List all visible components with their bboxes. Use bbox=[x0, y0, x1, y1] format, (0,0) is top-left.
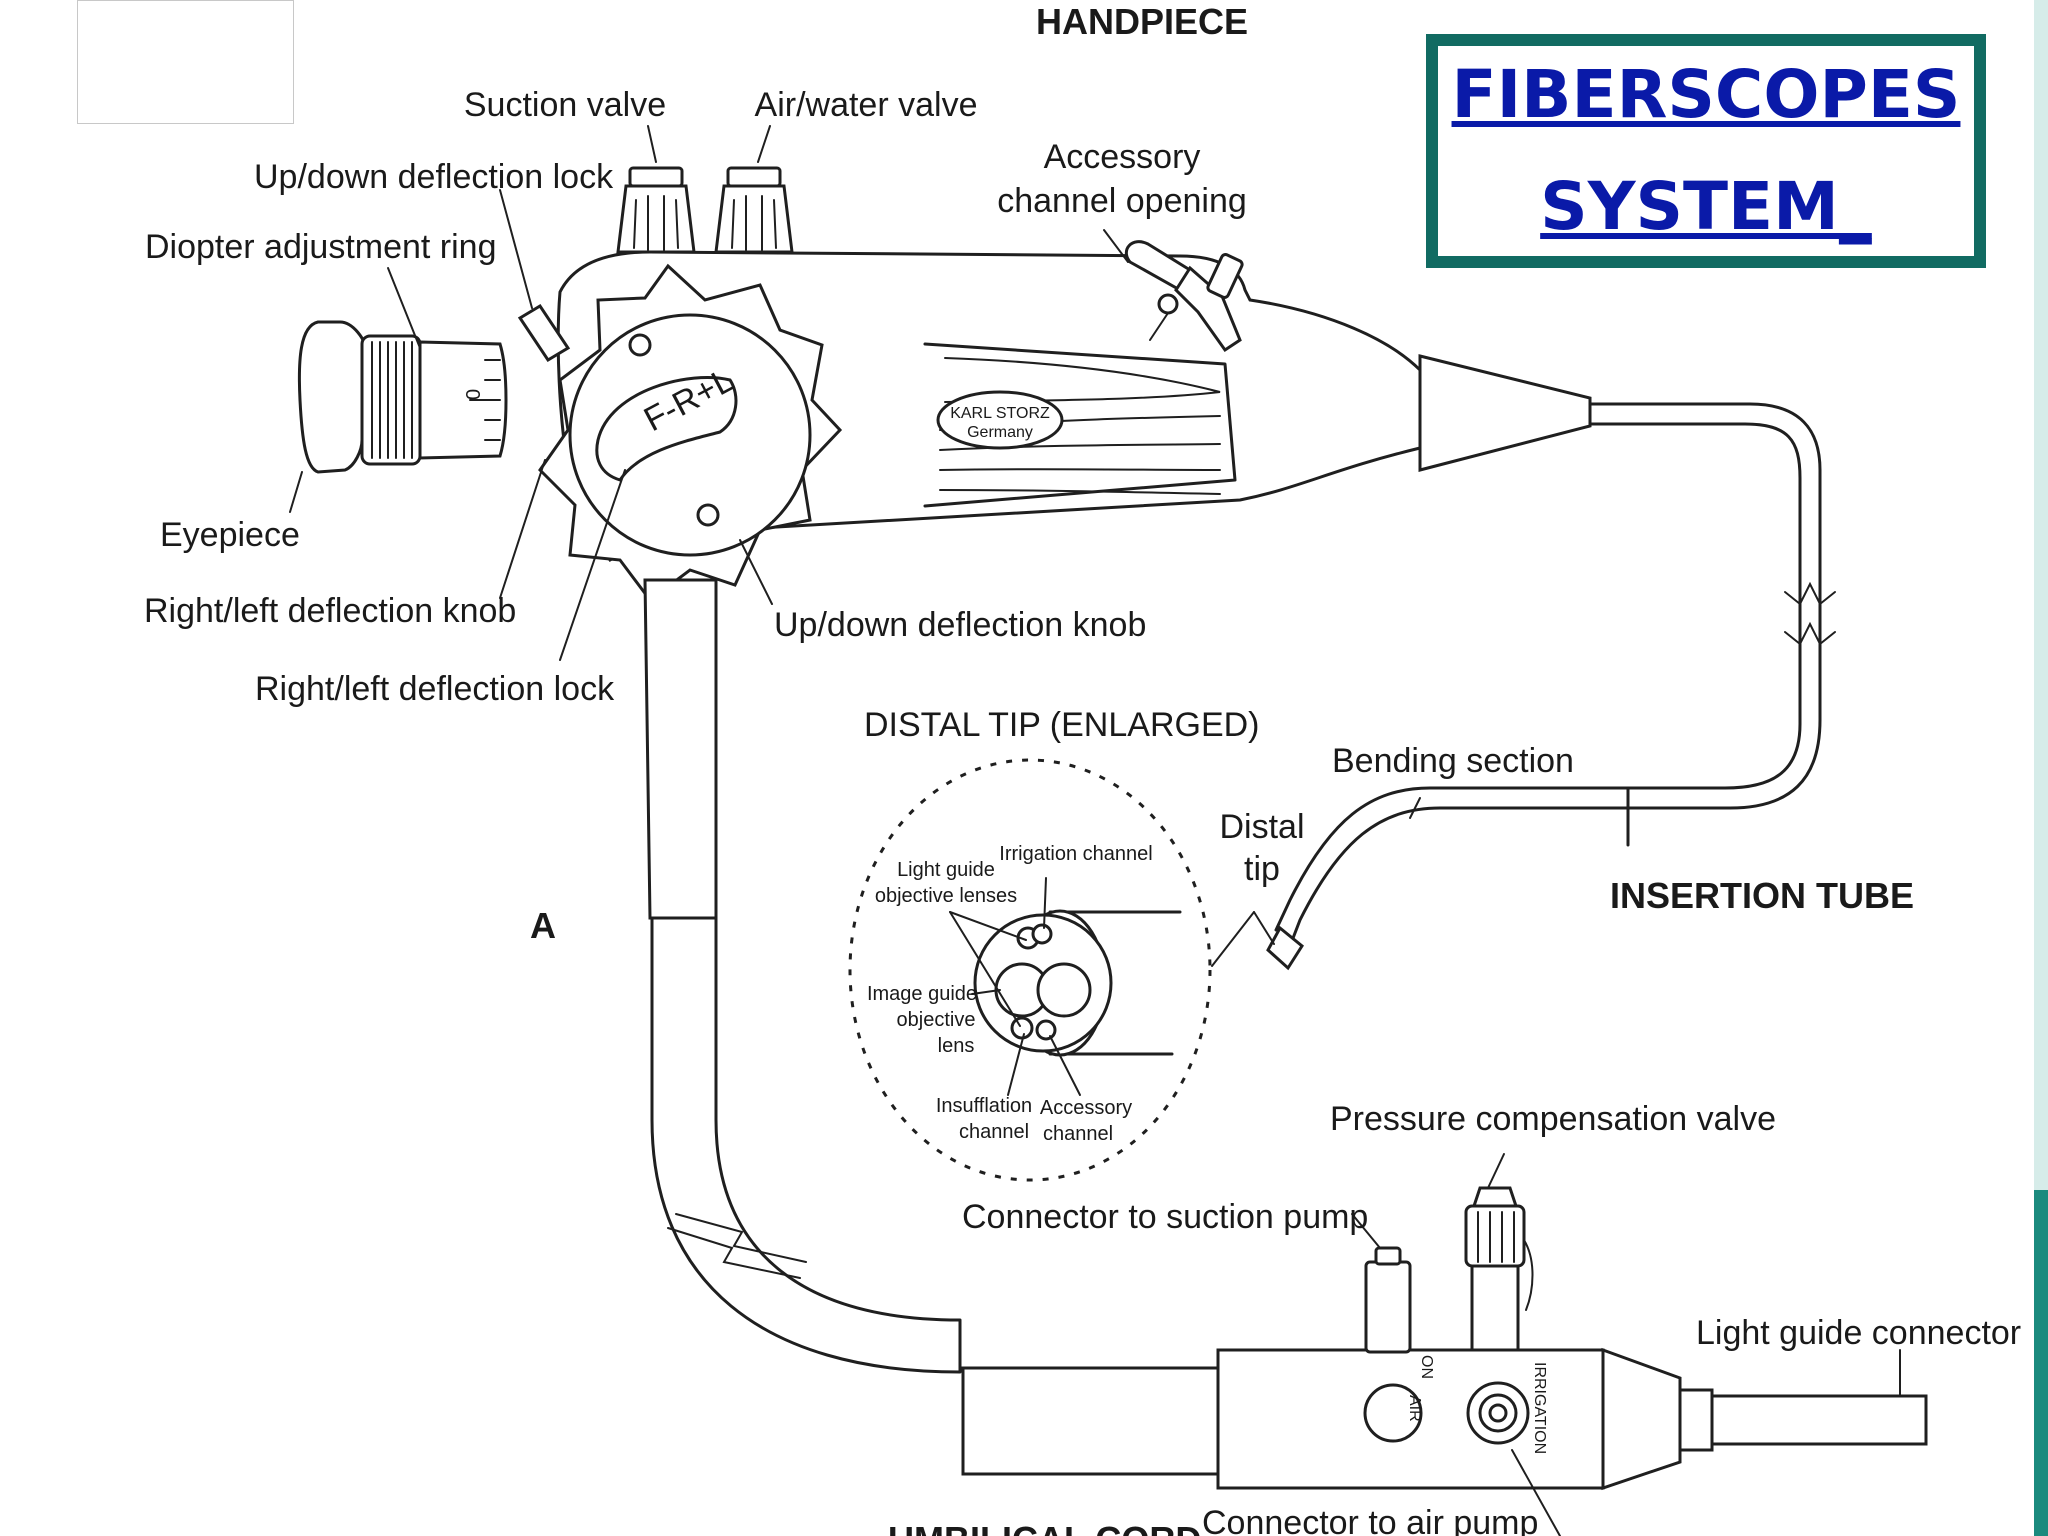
air-port bbox=[1363, 1383, 1423, 1443]
brand-badge bbox=[936, 390, 1064, 450]
handpiece-drawing: 0 KARL STORZ Germany F-R+L bbox=[297, 166, 1592, 603]
distal-tip-label-1: Distal bbox=[1219, 808, 1304, 846]
diopter-adjustment-ring-label: Diopter adjustment ring bbox=[145, 228, 497, 266]
insufflation-channel-label-1: Insufflation bbox=[936, 1095, 1032, 1117]
light-guide-objective-lenses-label-2: objective lenses bbox=[875, 885, 1017, 907]
diopter-ring-ridges bbox=[371, 341, 413, 459]
handpiece-taper bbox=[1418, 354, 1592, 472]
accessory-channel-label-2: channel bbox=[1043, 1123, 1113, 1145]
handpiece-heading: HANDPIECE bbox=[1036, 1, 1248, 42]
on-label: ON bbox=[1418, 1355, 1435, 1379]
image-guide-objective-lens-label-2: objective bbox=[897, 1009, 976, 1031]
umbilical-cord-drawing: AIR IRRIGATION ON bbox=[643, 578, 1928, 1491]
knob-label-plate bbox=[595, 376, 738, 482]
up-down-deflection-knob-label: Up/down deflection knob bbox=[774, 606, 1146, 644]
right-left-deflection-knob-label: Right/left deflection knob bbox=[144, 592, 516, 630]
accessory-channel-label-1: Accessory bbox=[1040, 1097, 1132, 1119]
accessory-channel-opening-label-2: channel opening bbox=[997, 182, 1247, 220]
distal-tip-enlarged-drawing bbox=[848, 758, 1275, 1182]
air-water-valve-part bbox=[714, 166, 794, 254]
light-guide-objective-lenses-label-1: Light guide bbox=[897, 859, 995, 881]
insertion-tube-label: INSERTION TUBE bbox=[1610, 875, 1914, 916]
right-accent-bar-light bbox=[2034, 0, 2048, 1190]
up-down-lock-lever bbox=[517, 303, 571, 363]
image-guide-objective-lens-label-3: lens bbox=[938, 1035, 975, 1057]
irrigation-label: IRRIGATION bbox=[1531, 1362, 1548, 1454]
distal-tip-label-2: tip bbox=[1244, 850, 1280, 888]
distal-tip-leaders bbox=[949, 877, 1081, 1096]
accessory-channel-opening-label-1: Accessory bbox=[1044, 138, 1201, 176]
irrigation-channel-label: Irrigation channel bbox=[999, 843, 1152, 865]
logo-placeholder bbox=[77, 0, 294, 124]
light-guide-pin bbox=[1710, 1394, 1928, 1446]
air-water-valve-label: Air/water valve bbox=[755, 86, 978, 124]
accessory-channel-port-part bbox=[1124, 240, 1244, 353]
connector-to-air-pump-label: Connector to air pump bbox=[1202, 1504, 1538, 1536]
diopter-scale-ticks bbox=[469, 359, 501, 441]
knob-screw-top bbox=[628, 333, 652, 357]
knob-screw-bottom bbox=[696, 503, 720, 527]
suction-valve-part bbox=[616, 166, 696, 254]
umbilical-cord-label: UMBILICAL CORD bbox=[888, 1519, 1201, 1536]
insertion-tube-drawing bbox=[1266, 402, 1836, 971]
title-line-1: FIBERSCOPES bbox=[1451, 56, 1961, 133]
brand-country: Germany bbox=[967, 424, 1033, 441]
eyepiece-label: Eyepiece bbox=[160, 516, 300, 554]
image-guide-objective-lens-label-1: Image guide bbox=[867, 983, 977, 1005]
connector-to-suction-pump-label: Connector to suction pump bbox=[962, 1198, 1368, 1236]
eyepiece-part bbox=[297, 320, 370, 474]
right-accent-bar bbox=[2034, 1190, 2048, 1536]
diopter-zero-mark: 0 bbox=[463, 389, 485, 400]
title-line-2: SYSTEM_ bbox=[1540, 168, 1872, 245]
insufflation-channel-label-2: channel bbox=[959, 1121, 1029, 1143]
grip-outline bbox=[923, 342, 1237, 508]
suction-pump-connector bbox=[1364, 1260, 1412, 1354]
bending-section-label: Bending section bbox=[1332, 742, 1574, 780]
figure-letter: A bbox=[530, 905, 556, 946]
umbilical-sleeve bbox=[961, 1366, 1223, 1476]
up-down-deflection-lock-label: Up/down deflection lock bbox=[254, 158, 614, 196]
suction-valve-label: Suction valve bbox=[464, 86, 666, 124]
label-leader-lines bbox=[289, 125, 1901, 1536]
distal-tip-enlarged-heading: DISTAL TIP (ENLARGED) bbox=[864, 706, 1260, 744]
light-guide-connector-label: Light guide connector bbox=[1696, 1314, 2021, 1352]
right-left-deflection-lock-label: Right/left deflection lock bbox=[255, 670, 615, 708]
diopter-scale-part bbox=[418, 340, 508, 460]
title-box: FIBERSCOPES SYSTEM_ bbox=[1426, 34, 1986, 268]
brand-name: KARL STORZ bbox=[950, 405, 1050, 422]
pressure-compensation-valve-part bbox=[1464, 1186, 1534, 1352]
air-label: AIR bbox=[1406, 1395, 1423, 1422]
pressure-compensation-valve-label: Pressure compensation valve bbox=[1330, 1100, 1776, 1138]
